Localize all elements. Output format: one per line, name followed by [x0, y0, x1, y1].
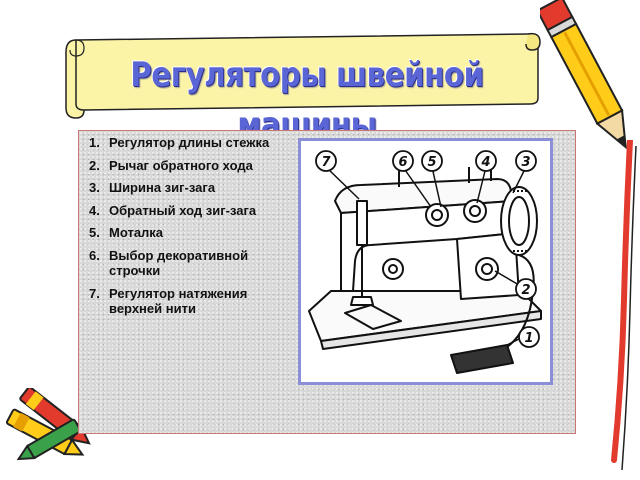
callout-number: 7: [321, 155, 331, 170]
list-item: 1. Регулятор длины стежка: [89, 135, 289, 151]
item-number: 3.: [89, 180, 100, 195]
scroll-banner: [65, 32, 541, 119]
item-number: 5.: [89, 225, 100, 240]
callout-number: 5: [427, 155, 436, 170]
list-item: 6. Выбор декоративной строчки: [89, 248, 289, 279]
yellow-pencil-icon: [540, 0, 627, 150]
item-number: 4.: [89, 202, 100, 218]
callout-5: [421, 150, 443, 172]
item-number: 2.: [89, 157, 100, 173]
sewing-machine-diagram: 7 6 5 4 3 2 1: [298, 138, 553, 385]
list-item: 4. Обратный ход зиг-зага: [89, 203, 289, 219]
sewing-machine-drawing: 7 6 5 4 3 2 1: [308, 150, 542, 374]
callout-number: 1: [524, 331, 533, 346]
list-item: 5. Моталка: [89, 225, 289, 241]
crayons-icon: [5, 388, 91, 461]
list-item: 7. Регулятор натяжения верхней нити: [89, 286, 289, 317]
item-text: Регулятор длины стежка: [109, 135, 270, 150]
item-text: Рычаг обратного хода: [109, 157, 253, 173]
page-title: Регуляторы швейной машины: [130, 55, 484, 145]
list-item: 2. Рычаг обратного хода: [89, 158, 289, 174]
item-text: Обратный ход зиг-зага: [109, 202, 257, 218]
callout-2: [515, 278, 537, 300]
content-panel: 1. Регулятор длины стежка 2. Рычаг обратно…: [78, 130, 576, 434]
item-number: 6.: [89, 247, 100, 263]
callout-4: [475, 150, 497, 172]
item-number: 1.: [89, 135, 100, 150]
callout-number: 6: [398, 155, 407, 170]
item-text: Моталка: [109, 225, 164, 240]
item-text: Ширина зиг-зага: [109, 180, 216, 195]
callout-1: [518, 326, 540, 348]
controls-list: 1. Регулятор длины стежка 2. Рычаг обратно…: [89, 135, 289, 324]
title-scroll: Регуляторы швейной машины: [62, 28, 544, 145]
callout-6: [392, 150, 414, 172]
item-text: Регулятор натяжения верхней нити: [109, 285, 248, 317]
callout-number: 4: [480, 155, 490, 170]
item-text: Выбор декоративной строчки: [109, 247, 249, 279]
list-item: 3. Ширина зиг-зага: [89, 180, 289, 196]
callout-number: 2: [521, 283, 530, 298]
crayon-scribble-decoration: [611, 140, 637, 471]
item-number: 7.: [89, 285, 100, 301]
callout-7: [315, 150, 337, 172]
callout-3: [515, 150, 537, 172]
callout-number: 3: [521, 155, 530, 170]
